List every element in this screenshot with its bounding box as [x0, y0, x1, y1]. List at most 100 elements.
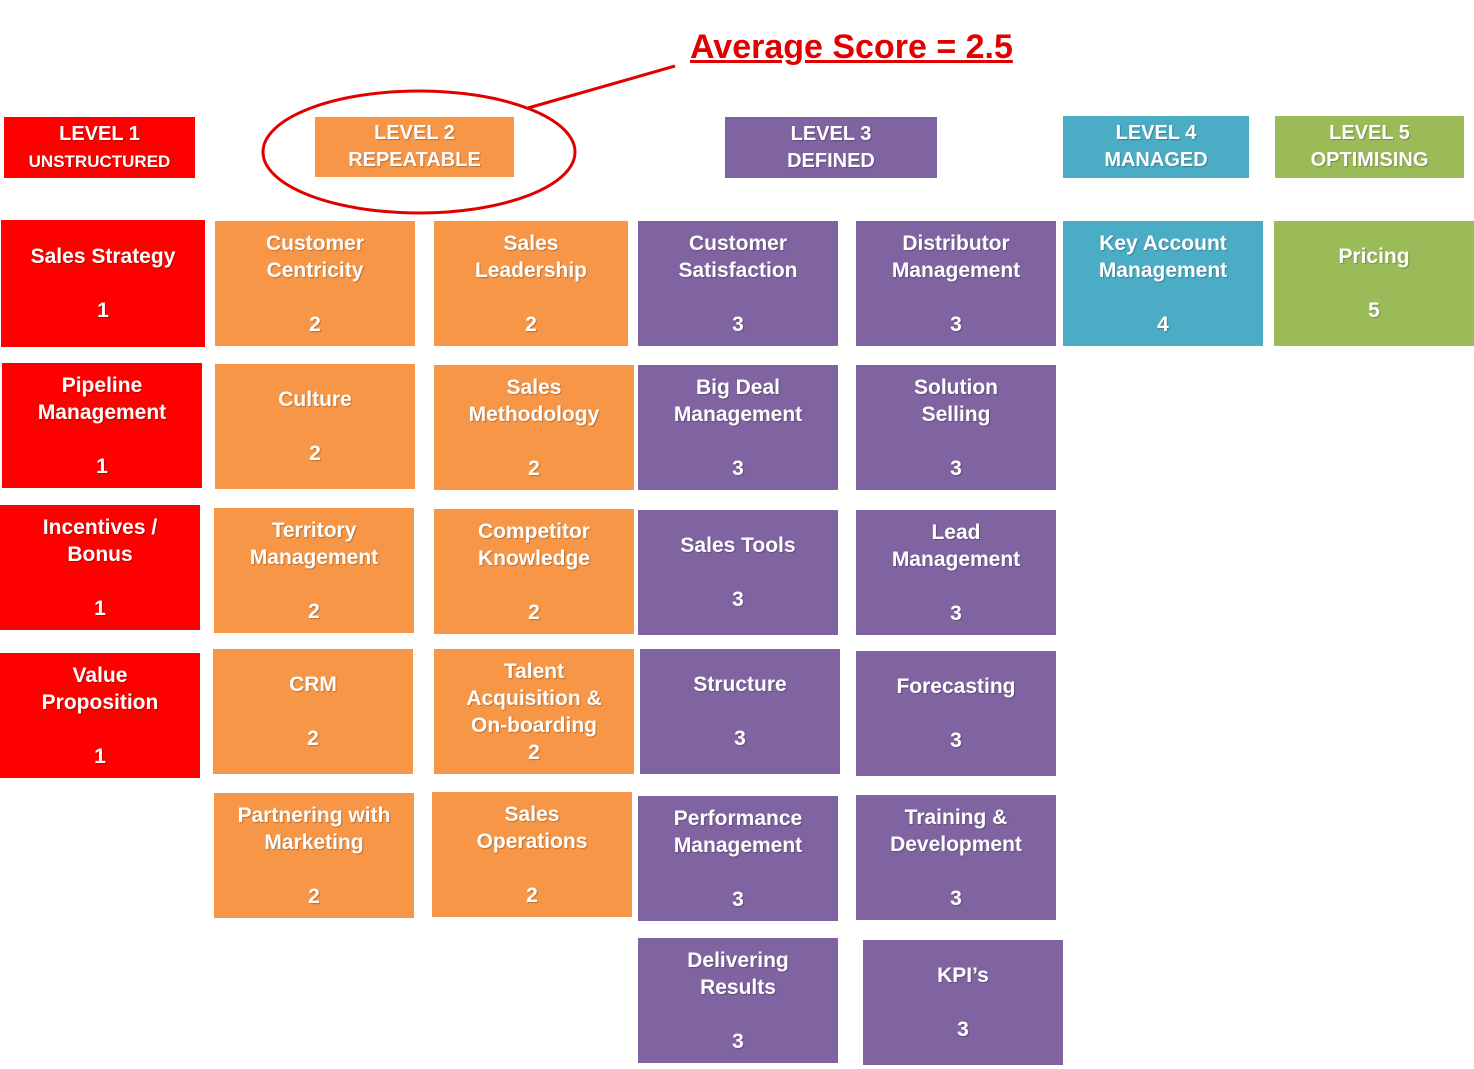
tile-sales-methodology: Sales Methodology 2	[434, 365, 634, 490]
tile-name: Performance Management	[673, 806, 803, 857]
tile-value-proposition: Value Proposition 1	[0, 653, 200, 778]
tile-customer-satisfaction: Customer Satisfaction 3	[638, 221, 838, 346]
level-2-subtitle: REPEATABLE	[348, 149, 481, 171]
tile-score: 3	[732, 887, 744, 911]
tile-name: Territory Management	[249, 518, 379, 569]
tile-score: 3	[950, 886, 962, 910]
tile-partnering-with-marketing: Partnering with Marketing 2	[214, 793, 414, 918]
tile-talent-acquisition-onboarding: Talent Acquisition & On-boarding 2	[434, 649, 634, 774]
level-3-title: LEVEL 3	[790, 122, 872, 145]
tile-name: Lead Management	[891, 520, 1021, 571]
tile-forecasting: Forecasting 3	[856, 651, 1056, 776]
tile-name: CRM	[289, 673, 337, 696]
tile-territory-management: Territory Management 2	[214, 508, 414, 633]
tile-big-deal-management: Big Deal Management 3	[638, 365, 838, 490]
tile-key-account-management: Key Account Management 4	[1063, 221, 1263, 346]
tile-solution-selling: Solution Selling 3	[856, 365, 1056, 490]
tile-name: Sales Tools	[680, 534, 796, 557]
tile-distributor-management: Distributor Management 3	[856, 221, 1056, 346]
tile-name: Big Deal Management	[673, 375, 803, 426]
level-3-subtitle: DEFINED	[787, 149, 875, 172]
tile-name: Competitor Knowledge	[477, 519, 590, 570]
tile-score: 2	[525, 312, 537, 336]
level-2-header: LEVEL 2 REPEATABLE	[315, 117, 514, 177]
tile-crm: CRM 2	[213, 649, 413, 774]
level-2-title: LEVEL 2	[374, 122, 455, 144]
tile-name: Solution Selling	[914, 375, 998, 426]
tile-score: 1	[96, 454, 108, 478]
tile-structure: Structure 3	[640, 649, 840, 774]
tile-name: Culture	[278, 388, 352, 411]
tile-score: 3	[732, 456, 744, 480]
tile-score: 3	[957, 1018, 969, 1041]
tile-score: 3	[732, 312, 744, 336]
callout-pointer-line	[527, 64, 676, 110]
tile-kpis: KPI’s 3	[863, 940, 1063, 1065]
tile-culture: Culture 2	[215, 364, 415, 489]
level-5-title: LEVEL 5	[1329, 122, 1410, 144]
tile-score: 5	[1368, 299, 1380, 322]
tile-score: 1	[97, 299, 109, 322]
tile-name: Talent Acquisition & On-boarding	[466, 659, 602, 737]
tile-delivering-results: Delivering Results 3	[638, 938, 838, 1063]
tile-score: 2	[309, 442, 321, 465]
tile-name: Pricing	[1338, 245, 1410, 268]
tile-pipeline-management: Pipeline Management 1	[2, 363, 202, 488]
tile-score: 2	[307, 727, 319, 750]
tile-score: 1	[94, 744, 106, 768]
tile-score: 2	[308, 599, 320, 623]
tile-score: 3	[732, 1029, 744, 1053]
tile-training-development: Training & Development 3	[856, 795, 1056, 920]
tile-competitor-knowledge: Competitor Knowledge 2	[434, 509, 634, 634]
tile-score: 2	[528, 600, 540, 624]
tile-name: KPI’s	[937, 964, 989, 987]
level-4-title: LEVEL 4	[1115, 122, 1197, 144]
tile-score: 4	[1157, 312, 1169, 336]
tile-name: Key Account Management	[1098, 231, 1228, 282]
level-1-subtitle: UNSTRUCTURED	[28, 151, 171, 171]
tile-name: Sales Methodology	[468, 375, 600, 426]
tile-name: Value Proposition	[41, 663, 159, 714]
tile-score: 2	[528, 740, 540, 764]
tile-score: 1	[94, 596, 106, 620]
level-5-subtitle: OPTIMISING	[1310, 149, 1429, 171]
tile-name: Customer Centricity	[265, 231, 365, 282]
level-1-header: LEVEL 1 UNSTRUCTURED	[4, 117, 195, 178]
tile-sales-tools: Sales Tools 3	[638, 510, 838, 635]
tile-name: Sales Strategy	[30, 245, 176, 268]
tile-score: 2	[528, 456, 540, 480]
level-1-title: LEVEL 1	[59, 122, 140, 145]
tile-sales-operations: Sales Operations 2	[432, 792, 632, 917]
tile-name: Customer Satisfaction	[678, 231, 798, 282]
tile-sales-leadership: Sales Leadership 2	[434, 221, 628, 346]
level-5-header: LEVEL 5 OPTIMISING	[1275, 116, 1464, 178]
tile-name: Partnering with Marketing	[237, 803, 391, 854]
tile-name: Pipeline Management	[37, 373, 167, 424]
tile-score: 2	[526, 883, 538, 907]
tile-score: 2	[309, 312, 321, 336]
tile-name: Sales Leadership	[474, 231, 588, 282]
level-3-header: LEVEL 3 DEFINED	[725, 117, 937, 178]
average-score-label: Average Score = 2.5	[690, 28, 1013, 66]
tile-name: Training & Development	[890, 805, 1022, 856]
level-4-header: LEVEL 4 MANAGED	[1063, 116, 1249, 178]
tile-name: Incentives / Bonus	[42, 515, 158, 566]
level-4-subtitle: MANAGED	[1104, 149, 1208, 171]
tile-name: Forecasting	[896, 675, 1016, 698]
tile-customer-centricity: Customer Centricity 2	[215, 221, 415, 346]
tile-score: 2	[308, 884, 320, 908]
tile-score: 3	[950, 456, 962, 480]
tile-score: 3	[950, 729, 962, 752]
tile-name: Distributor Management	[891, 231, 1021, 282]
tile-incentives-bonus: Incentives / Bonus 1	[0, 505, 200, 630]
tile-sales-strategy: Sales Strategy 1	[1, 220, 205, 347]
tile-name: Structure	[693, 673, 787, 696]
level-2-highlight-ellipse	[261, 89, 577, 215]
tile-lead-management: Lead Management 3	[856, 510, 1056, 635]
tile-score: 3	[950, 601, 962, 625]
tile-score: 3	[734, 727, 746, 750]
tile-score: 3	[950, 312, 962, 336]
tile-name: Delivering Results	[687, 948, 789, 999]
tile-name: Sales Operations	[476, 802, 588, 853]
